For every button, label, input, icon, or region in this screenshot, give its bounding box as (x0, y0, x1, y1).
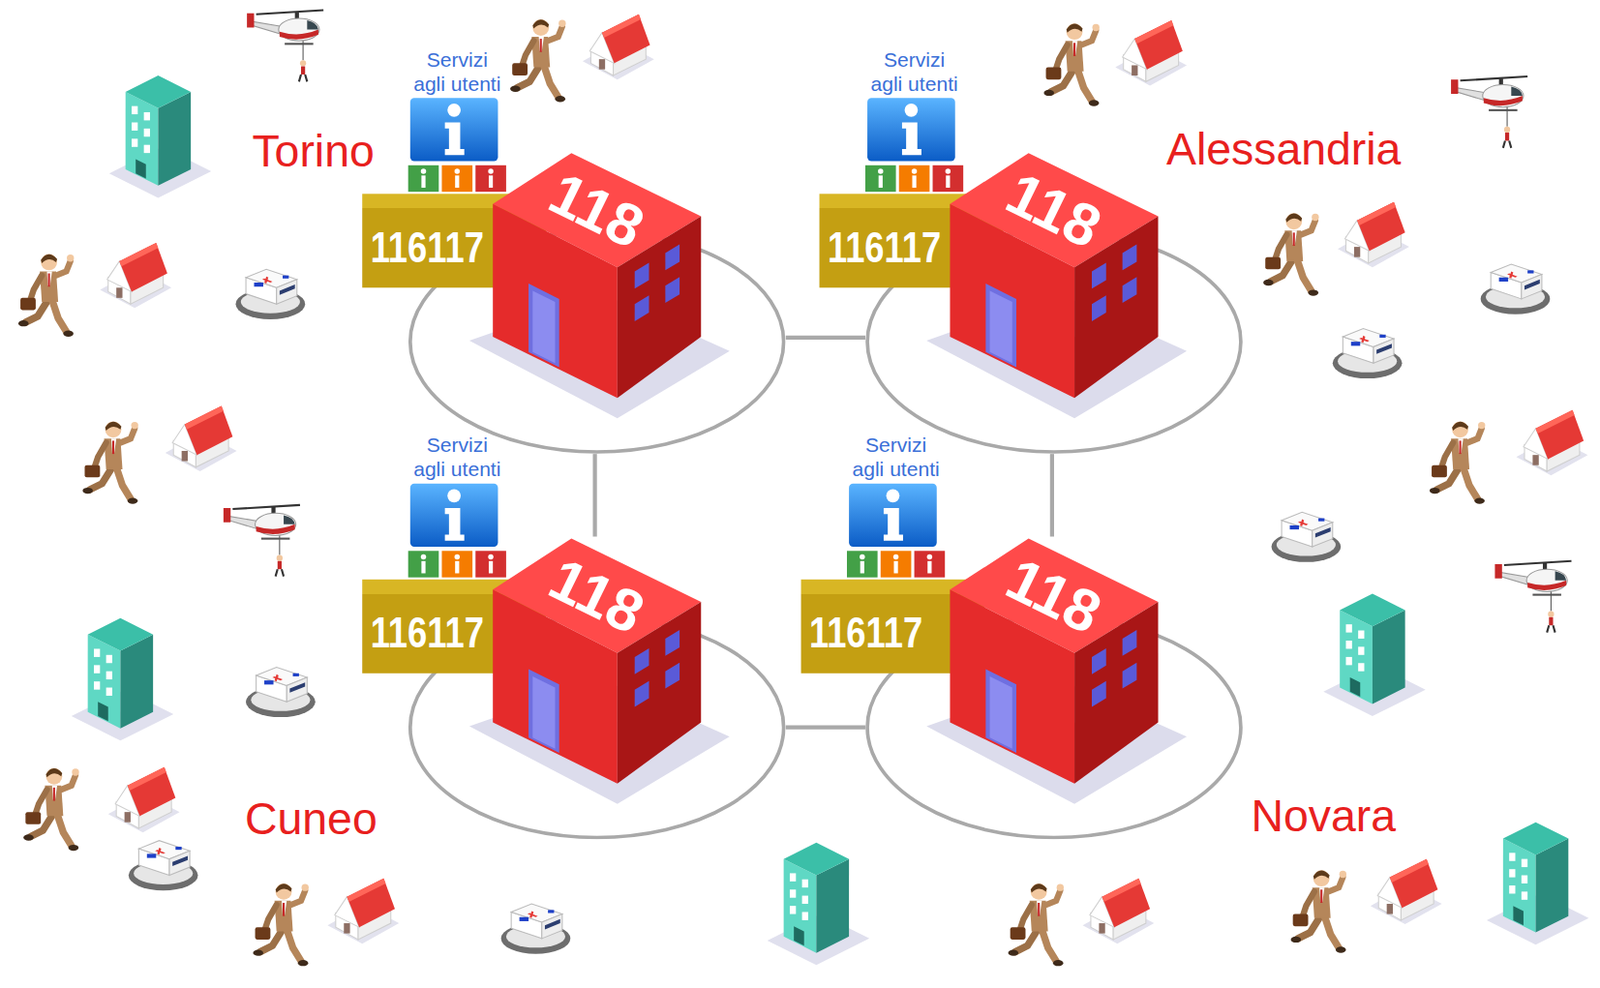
citizen (510, 19, 566, 102)
ambulance (245, 666, 316, 718)
helicopter (1494, 561, 1571, 634)
citizen (252, 883, 308, 967)
hospital (71, 618, 174, 742)
house (1083, 878, 1155, 944)
hospital (1486, 822, 1589, 946)
ambulance (501, 904, 572, 955)
helicopter (1450, 76, 1528, 149)
house (99, 242, 172, 308)
helicopter (246, 10, 324, 83)
phone-number: 116117 (809, 612, 923, 656)
citizen (1008, 883, 1064, 967)
service-label: Servizi agli utenti (867, 46, 962, 96)
dispatch-center: 118 (408, 537, 786, 841)
citizen (1263, 212, 1319, 296)
dispatch-center: 118 (865, 537, 1243, 841)
city-name: Torino (251, 125, 374, 178)
citizen (82, 421, 138, 504)
house (582, 14, 655, 80)
dispatch-center: 118 (865, 150, 1243, 454)
citizen (1429, 421, 1485, 504)
house (165, 406, 238, 472)
network-link (785, 725, 866, 730)
service-label: Servizi agli utenti (410, 46, 505, 96)
network-link (1050, 453, 1055, 537)
hospital (1323, 594, 1425, 718)
city-name: Novara (1250, 790, 1396, 843)
network-link (785, 335, 866, 340)
ambulance (1332, 328, 1403, 379)
dispatch-center: 118 (408, 150, 786, 454)
citizen (23, 768, 79, 851)
phone-number: 116117 (370, 226, 484, 270)
house (108, 767, 181, 833)
ambulance (128, 841, 199, 892)
house (1516, 410, 1589, 476)
citizen (18, 253, 74, 336)
phone-number: 116117 (827, 226, 941, 270)
hospital (109, 75, 212, 199)
service-label: Servizi agli utenti (848, 432, 943, 483)
hospital (767, 843, 870, 967)
helicopter (223, 505, 301, 577)
ambulance (1480, 264, 1551, 315)
citizen (1291, 870, 1347, 953)
phone-number: 116117 (370, 612, 484, 656)
city-name: Cuneo (244, 793, 378, 846)
info-icons (846, 483, 945, 578)
info-icons (408, 97, 507, 192)
info-icons (408, 483, 507, 578)
citizen (1043, 23, 1099, 106)
house (1115, 20, 1187, 86)
ambulance (236, 269, 306, 320)
house (327, 878, 399, 944)
ambulance (1271, 512, 1342, 563)
info-icons (865, 97, 964, 192)
network-link (592, 453, 597, 537)
house (1370, 859, 1443, 925)
house (1337, 202, 1410, 268)
city-name: Alessandria (1166, 123, 1401, 176)
service-label: Servizi agli utenti (410, 432, 505, 483)
